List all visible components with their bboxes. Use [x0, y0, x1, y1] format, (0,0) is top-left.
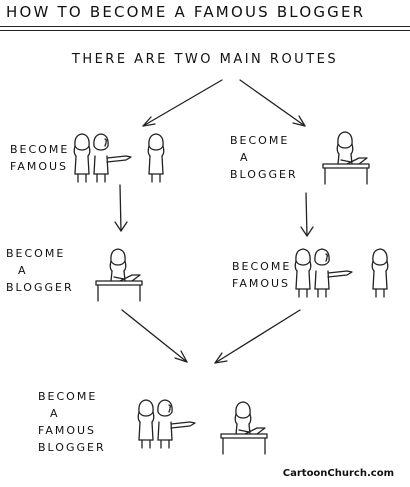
- credit: CartoonChurch.com: [282, 468, 394, 479]
- label-line: BECOME: [38, 390, 98, 403]
- label-left-bottom: BECOME A BLOGGER: [6, 245, 74, 296]
- subtitle: THERE ARE TWO MAIN ROUTES: [71, 52, 339, 67]
- label-right-bottom: BECOME FAMOUS: [232, 258, 291, 292]
- arrow-split-left: [142, 79, 223, 127]
- label-line: BECOME: [232, 260, 292, 273]
- label-line: BECOME: [230, 134, 290, 147]
- figure-group-right-bottom: [294, 248, 389, 298]
- label-line: BLOGGER: [6, 281, 74, 294]
- arrow-merge-right: [214, 309, 301, 364]
- label-line: A: [240, 151, 250, 164]
- label-line: A: [50, 407, 60, 420]
- label-line: BECOME: [6, 247, 66, 260]
- label-right-top: BECOME A BLOGGER: [230, 132, 298, 183]
- page-title: HOW TO BECOME A FAMOUS BLOGGER: [6, 3, 366, 21]
- label-line: BECOME: [10, 143, 70, 156]
- figure-group-left-top: [73, 133, 165, 183]
- label-line: FAMOUS: [10, 160, 69, 173]
- arrow-right-down: [300, 192, 314, 237]
- label-line: BLOGGER: [230, 168, 298, 181]
- title-underline-top: [0, 26, 410, 27]
- arrow-left-down: [114, 184, 128, 232]
- label-line: FAMOUS: [38, 424, 97, 437]
- label-line: BLOGGER: [38, 441, 106, 454]
- figure-blogger-left-bottom: [95, 248, 143, 302]
- label-line: FAMOUS: [232, 277, 291, 290]
- figure-blogger-right-top: [322, 131, 370, 185]
- label-left-top: BECOME FAMOUS: [10, 141, 69, 175]
- arrow-merge-left: [121, 309, 188, 363]
- label-result: BECOME A FAMOUS BLOGGER: [38, 388, 106, 456]
- figure-group-result: [137, 399, 268, 455]
- arrow-split-right: [239, 79, 306, 127]
- label-line: A: [18, 264, 28, 277]
- title-underline-bottom: [0, 30, 410, 31]
